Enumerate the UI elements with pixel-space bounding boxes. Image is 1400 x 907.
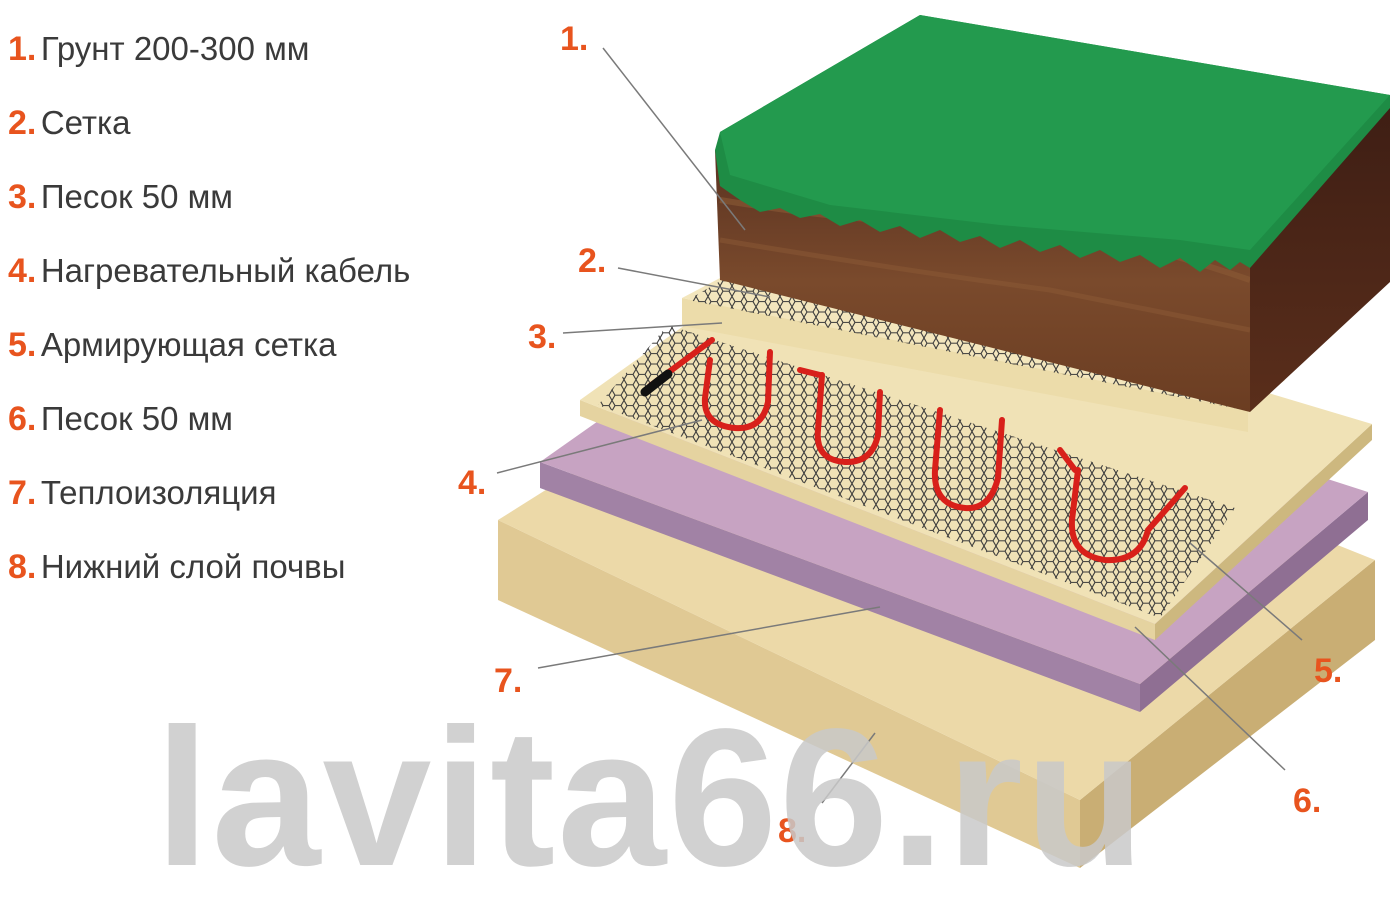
legend-label: Теплоизоляция [40, 474, 277, 511]
legend-label: Сетка [40, 104, 131, 141]
legend-number: 3. [8, 178, 37, 216]
callout-1: 1. [560, 20, 589, 58]
legend-item-8: 8. Нижний слой почвы [8, 548, 345, 598]
legend-item-3: 3. Песок 50 мм [8, 178, 233, 228]
layer-cross-section-diagram [496, 15, 1390, 868]
legend-item-6: 6. Песок 50 мм [8, 400, 233, 450]
legend-label: Нижний слой почвы [40, 548, 346, 585]
callout-3: 3. [528, 318, 557, 356]
legend-item-1: 1. Грунт 200-300 мм [8, 30, 309, 80]
callout-5: 5. [1314, 652, 1343, 690]
legend-label: Песок 50 мм [40, 178, 233, 215]
legend-number: 5. [8, 326, 37, 364]
layer-1-ground [715, 15, 1390, 412]
legend-label: Армирующая сетка [40, 326, 337, 363]
callout-2: 2. [578, 242, 607, 280]
legend-item-7: 7. Теплоизоляция [8, 474, 276, 524]
legend-number: 8. [8, 548, 37, 586]
legend-number: 1. [8, 30, 37, 68]
legend-label: Грунт 200-300 мм [40, 30, 310, 67]
legend-number: 6. [8, 400, 37, 438]
legend-number: 2. [8, 104, 37, 142]
legend-label: Песок 50 мм [40, 400, 233, 437]
callout-8: 8. [778, 812, 807, 850]
legend-item-4: 4. Нагревательный кабель [8, 252, 410, 302]
legend-number: 7. [8, 474, 37, 512]
watermark-text: lavita66.ru [155, 688, 1147, 907]
legend-item-5: 5. Армирующая сетка [8, 326, 336, 376]
leader-lines [496, 47, 1303, 804]
legend-label: Нагревательный кабель [40, 252, 411, 289]
callout-6: 6. [1293, 782, 1322, 820]
callout-4: 4. [458, 464, 487, 502]
legend-number: 4. [8, 252, 37, 290]
cable-end-cap [640, 369, 673, 397]
callout-7: 7. [494, 662, 523, 700]
legend-item-2: 2. Сетка [8, 104, 131, 154]
